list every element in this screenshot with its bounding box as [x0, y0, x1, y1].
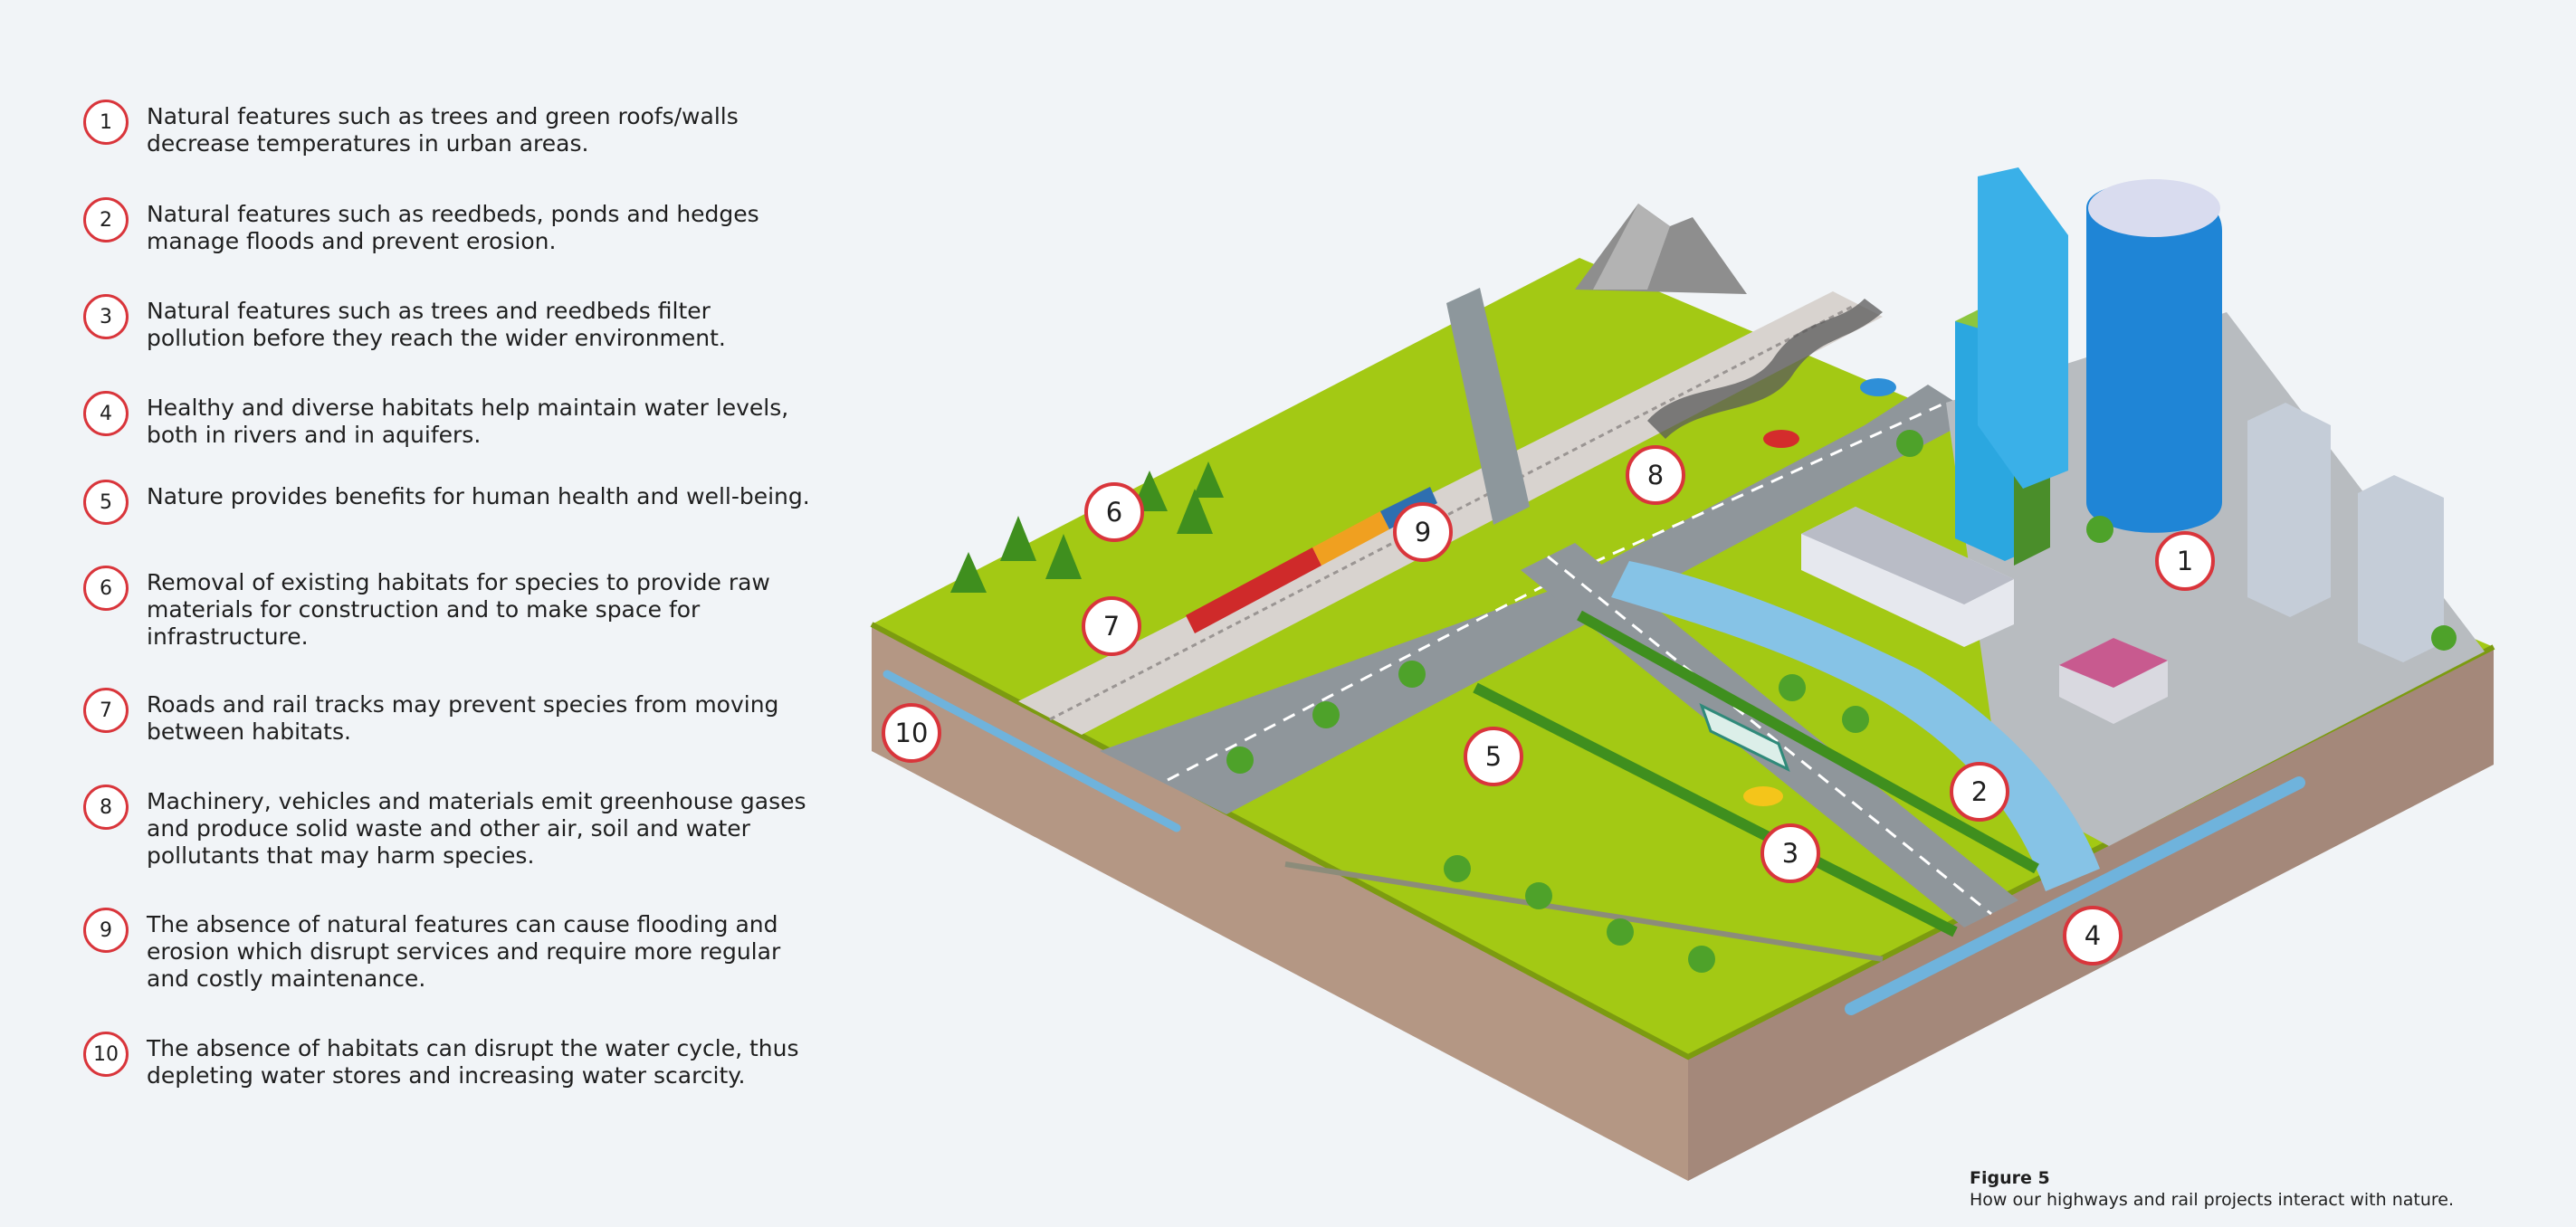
- side-road-line: [1547, 555, 1992, 916]
- conifer-tree: [1193, 461, 1224, 498]
- tree: [2431, 625, 2457, 651]
- legend-number-badge: 6: [83, 566, 129, 611]
- yellow-car: [1743, 786, 1783, 806]
- low-building-roof: [1801, 507, 2014, 604]
- legend-number-badge: 10: [83, 1032, 129, 1077]
- marker-4: 4: [2063, 906, 2123, 965]
- isometric-landscape-illustration: 1 2 3 4 5 6 7 8 9 10: [870, 167, 2495, 1181]
- figure-caption-text: How our highways and rail projects inter…: [1970, 1190, 2455, 1210]
- legend-text: The absence of habitats can disrupt the …: [147, 1035, 799, 1089]
- pollution-smoke: [1647, 299, 1883, 439]
- legend-number-badge: 4: [83, 391, 129, 436]
- quarry-runoff: [1446, 288, 1530, 525]
- legend-number-badge: 1: [83, 100, 129, 145]
- legend-text: Healthy and diverse habitats help mainta…: [147, 395, 789, 448]
- legend-item-9: 9 The absence of natural features can ca…: [83, 908, 880, 993]
- legend-text: Nature provides benefits for human healt…: [147, 483, 810, 509]
- conifer-tree: [1045, 534, 1082, 579]
- blue-car: [1860, 378, 1896, 396]
- legend-item-10: 10 The absence of habitats can disrupt t…: [83, 1032, 880, 1089]
- mountain-highlight: [1593, 204, 1670, 290]
- legend-item-4: 4 Healthy and diverse habitats help main…: [83, 391, 880, 449]
- figure-caption: Figure 5 How our highways and rail proje…: [1970, 1167, 2454, 1211]
- svg-text:2: 2: [1971, 776, 1988, 807]
- tree: [1896, 430, 1923, 457]
- svg-text:1: 1: [2177, 546, 2193, 576]
- apartment-tower-b: [2358, 475, 2444, 662]
- figure-caption-title: Figure 5: [1970, 1168, 2050, 1188]
- park-path: [1284, 861, 1884, 962]
- urban-plaza: [1946, 312, 2485, 846]
- tree: [1607, 918, 1634, 946]
- marker-1: 1: [2155, 531, 2215, 591]
- tree: [1525, 882, 1552, 909]
- legend-number-badge: 8: [83, 785, 129, 830]
- legend-item-2: 2 Natural features such as reedbeds, pon…: [83, 197, 880, 255]
- legend-number-badge: 2: [83, 197, 129, 243]
- legend-text: Natural features such as trees and green…: [147, 103, 739, 157]
- conifer-tree: [1000, 516, 1036, 561]
- cafe-awning: [2059, 638, 2168, 688]
- legend-item-3: 3 Natural features such as trees and ree…: [83, 294, 880, 352]
- tree: [1842, 706, 1869, 733]
- marker-2: 2: [1950, 762, 2009, 822]
- hedge-row-b: [1577, 610, 2039, 874]
- tree: [1226, 747, 1254, 774]
- tall-tower: [1978, 167, 2068, 489]
- legend-number-badge: 5: [83, 480, 129, 525]
- marker-9: 9: [1393, 502, 1453, 562]
- legend-item-5: 5 Nature provides benefits for human hea…: [83, 480, 880, 525]
- legend-text: Natural features such as trees and reedb…: [147, 298, 726, 351]
- legend-text: The absence of natural features can caus…: [147, 911, 781, 992]
- svg-text:3: 3: [1782, 838, 1798, 869]
- legend-item-7: 7 Roads and rail tracks may prevent spec…: [83, 688, 880, 746]
- tree: [1688, 946, 1715, 973]
- legend-text: Natural features such as reedbeds, ponds…: [147, 201, 759, 254]
- marker-5: 5: [1464, 727, 1523, 786]
- hedge-row-a: [1473, 682, 1958, 937]
- legend-item-6: 6 Removal of existing habitats for speci…: [83, 566, 880, 651]
- svg-text:6: 6: [1106, 497, 1122, 528]
- legend-text: Roads and rail tracks may prevent specie…: [147, 691, 779, 745]
- tree: [2086, 516, 2113, 543]
- svg-text:10: 10: [895, 718, 929, 748]
- train-locomotive: [1186, 547, 1321, 633]
- conifer-tree: [950, 552, 987, 593]
- rail-line: [1049, 303, 1856, 721]
- tree: [1779, 674, 1806, 701]
- legend-text: Machinery, vehicles and materials emit g…: [147, 788, 806, 869]
- tree: [1398, 661, 1426, 688]
- train-carriage: [1312, 511, 1389, 566]
- marker-10: 10: [882, 703, 941, 763]
- river: [1611, 561, 2100, 891]
- svg-text:5: 5: [1485, 741, 1502, 772]
- svg-text:8: 8: [1647, 460, 1664, 490]
- aquifer-right: [1845, 776, 2305, 1015]
- oval-tower-roof: [2088, 179, 2220, 237]
- marker-8: 8: [1626, 445, 1685, 505]
- apartment-tower-a: [2247, 403, 2331, 617]
- marker-6: 6: [1084, 482, 1144, 542]
- legend-item-1: 1 Natural features such as trees and gre…: [83, 100, 880, 157]
- oval-tower: [2086, 183, 2222, 533]
- legend-number-badge: 7: [83, 688, 129, 733]
- red-car: [1763, 430, 1799, 448]
- bus: [1699, 703, 1790, 772]
- svg-text:4: 4: [2085, 920, 2101, 951]
- legend-number-badge: 3: [83, 294, 129, 339]
- aquifer-left: [883, 670, 1181, 832]
- marker-7: 7: [1082, 596, 1141, 656]
- tree: [1444, 855, 1471, 882]
- conifer-tree: [1177, 489, 1213, 534]
- marker-3: 3: [1760, 823, 1820, 883]
- legend-text: Removal of existing habitats for species…: [147, 569, 770, 650]
- svg-text:7: 7: [1103, 611, 1120, 642]
- tree: [1312, 701, 1340, 728]
- legend-item-8: 8 Machinery, vehicles and materials emit…: [83, 785, 880, 870]
- soil-left-side: [872, 624, 1688, 1181]
- svg-text:9: 9: [1415, 517, 1431, 547]
- legend-number-badge: 9: [83, 908, 129, 953]
